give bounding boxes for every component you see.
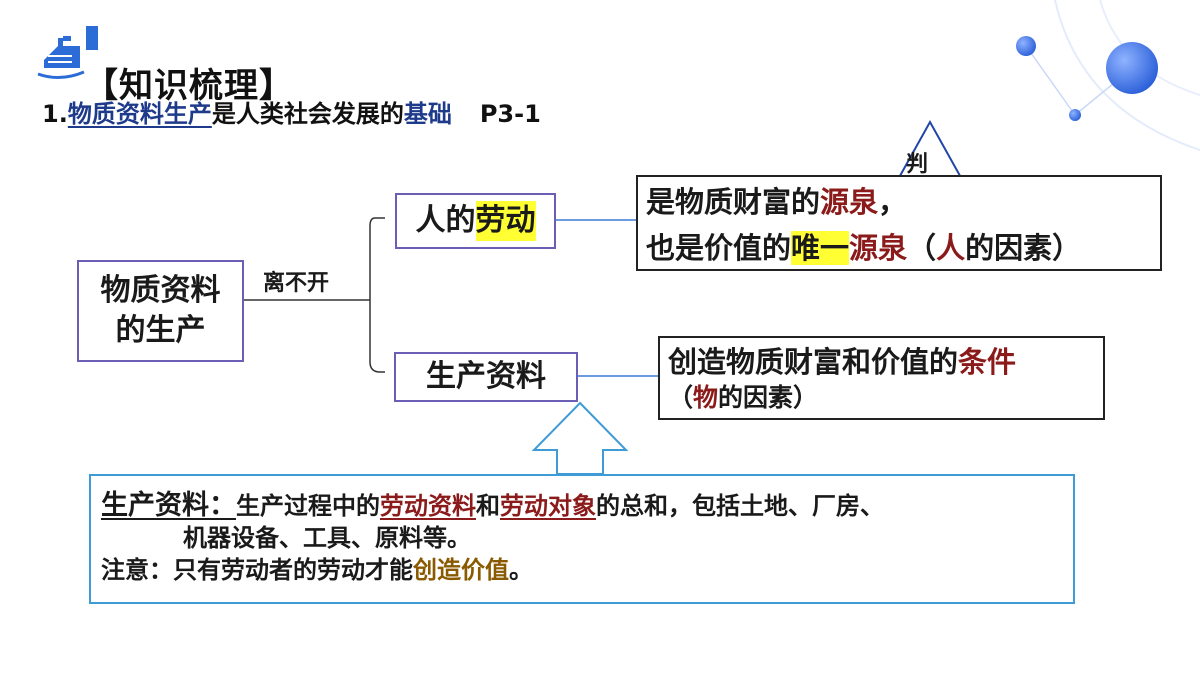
means-desc-factor: 的因素） <box>718 383 819 412</box>
heading-term: 物质资料生产 <box>67 100 212 128</box>
up-arrow-icon <box>531 401 629 475</box>
bracket-connector <box>244 217 385 373</box>
labor-desc-factor: 的因素） <box>965 231 1082 265</box>
definition-labor-means: 劳动资料 <box>380 492 476 520</box>
means-desc-l1-text: 创造物质财富和价值的 <box>668 345 959 379</box>
definition-term: 生产资料： <box>101 490 236 521</box>
decor-line <box>1025 45 1076 116</box>
means-desc-condition: 条件 <box>958 345 1017 379</box>
definition-text4: 机器设备、工具、原料等。 <box>183 524 471 552</box>
definition-box: 生产资料：生产过程中的劳动资料和劳动对象的总和，包括土地、厂房、 机器设备、工具… <box>89 474 1075 604</box>
note-text: 注意：只有劳动者的劳动才能 <box>101 556 413 584</box>
labor-prefix: 人的 <box>415 203 476 238</box>
heading-number: 1. <box>42 100 68 128</box>
decor-sphere-tiny <box>1069 109 1081 121</box>
decor-sphere-large <box>1106 42 1158 94</box>
labor-desc-comma: ， <box>878 185 908 219</box>
root-line1: 物质资料 <box>100 273 221 308</box>
definition-text3: 的总和，包括土地、厂房、 <box>596 492 884 520</box>
page-title: 【知识梳理】 <box>84 66 294 106</box>
heading-middle: 是人类社会发展的 <box>211 100 404 128</box>
mailbox-icon <box>37 26 98 79</box>
note-key: 创造价值 <box>413 556 509 584</box>
note-end: 。 <box>509 556 533 584</box>
judge-label: 判 <box>906 152 929 177</box>
definition-line2: 机器设备、工具、原料等。 <box>101 522 1063 554</box>
root-line2: 的生产 <box>115 313 206 348</box>
definition-labor-object: 劳动对象 <box>500 492 596 520</box>
means-desc-object: 物 <box>693 383 719 412</box>
section-heading: 1.物质资料生产是人类社会发展的基础 P3-1 <box>42 94 541 129</box>
means-description: 创造物质财富和价值的条件 （物的因素） <box>658 336 1105 420</box>
means-desc-line2: （物的因素） <box>668 382 1103 414</box>
labor-desc-line2: 也是价值的唯一源泉（人的因素） <box>646 225 1160 271</box>
means-node: 生产资料 <box>394 352 578 402</box>
connector-label: 离不开 <box>263 271 330 296</box>
labor-desc-paren-open: （ <box>907 231 937 265</box>
labor-desc-person: 人 <box>936 231 966 265</box>
root-node: 物质资料 的生产 <box>77 260 244 362</box>
labor-desc-line1: 是物质财富的源泉， <box>646 179 1160 225</box>
labor-highlight: 劳动 <box>475 201 536 241</box>
means-label: 生产资料 <box>426 359 546 394</box>
heading-key: 基础 <box>403 100 452 128</box>
means-desc-line1: 创造物质财富和价值的条件 <box>668 342 1103 382</box>
labor-desc-source: 源泉 <box>820 185 879 219</box>
labor-description: 是物质财富的源泉， 也是价值的唯一源泉（人的因素） <box>636 175 1162 271</box>
definition-line1: 生产资料：生产过程中的劳动资料和劳动对象的总和，包括土地、厂房、 <box>101 490 1063 522</box>
labor-desc-l2-text: 也是价值的 <box>646 231 792 265</box>
decor-sphere-small <box>1016 36 1036 56</box>
labor-desc-only: 唯一 <box>791 231 850 265</box>
page-reference: P3-1 <box>479 100 541 128</box>
labor-desc-l1-text: 是物质财富的 <box>646 185 821 219</box>
labor-desc-source2: 源泉 <box>849 231 908 265</box>
definition-text1: 生产过程中的 <box>236 492 380 520</box>
decor-arc <box>1054 0 1200 151</box>
labor-node: 人的劳动 <box>395 193 556 249</box>
definition-text2: 和 <box>476 492 500 520</box>
definition-note: 注意：只有劳动者的劳动才能创造价值。 <box>101 554 1063 586</box>
means-desc-paren-open: （ <box>668 383 694 412</box>
